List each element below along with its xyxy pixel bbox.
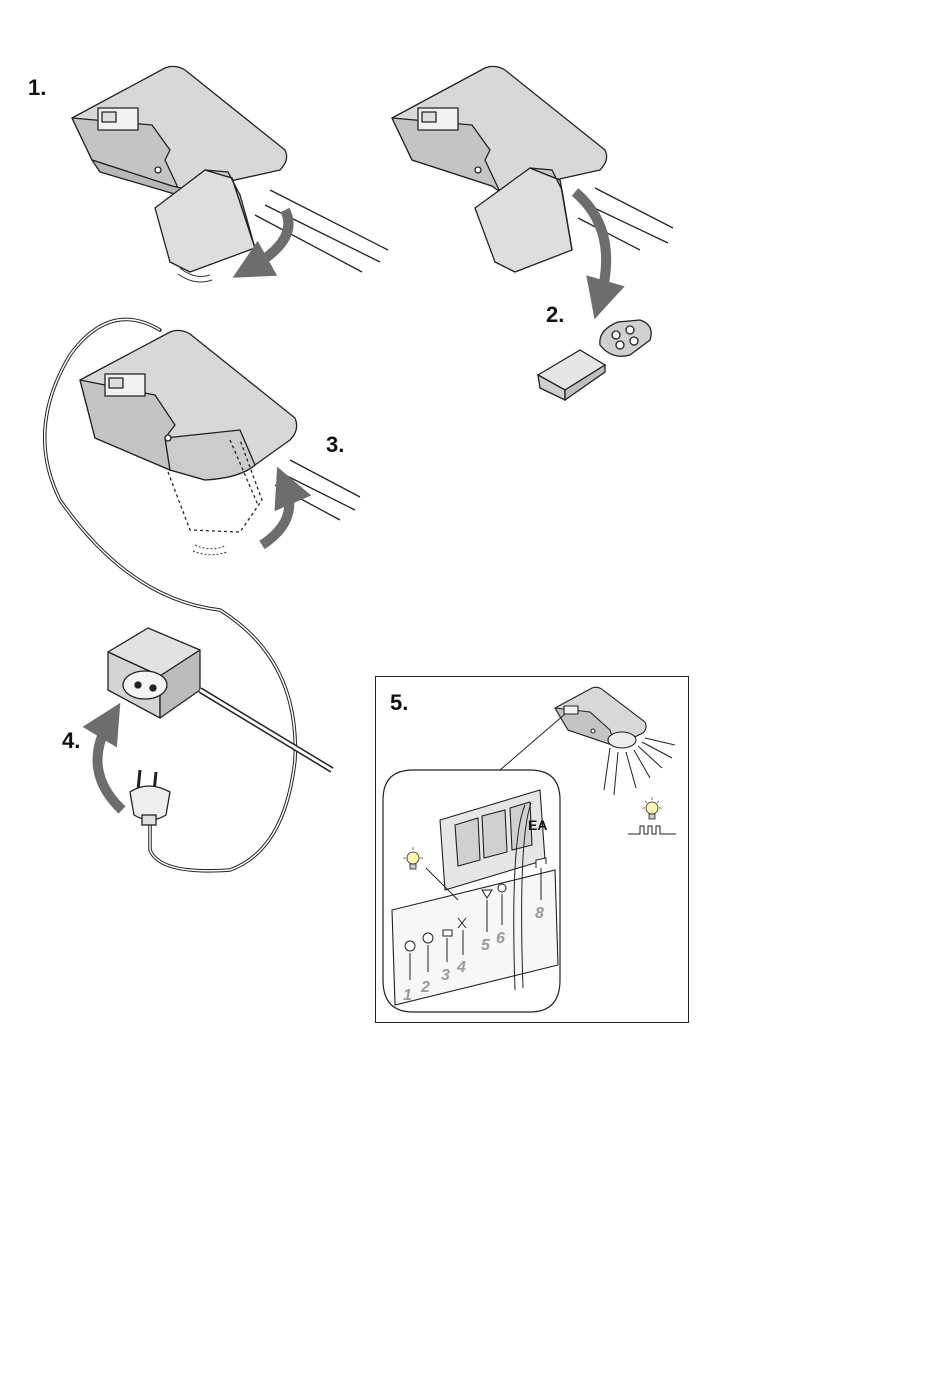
receiver-module-icon	[538, 350, 605, 400]
terminal-number-4: 4	[456, 959, 466, 976]
extension-cable-icon	[200, 690, 332, 770]
terminal-number-8: 8	[535, 905, 544, 922]
terminal-number-2: 2	[420, 979, 430, 996]
step-3-label: 3.	[326, 432, 344, 457]
terminal-number-6: 6	[496, 930, 505, 947]
step-5-label: 5.	[390, 690, 408, 715]
terminal-number-1: 1	[403, 987, 412, 1004]
step-1-figure: 1.	[28, 66, 388, 282]
step-5-panel: 5.	[376, 677, 689, 1023]
power-plug-icon	[130, 770, 170, 825]
rotate-up-arrow-icon	[262, 485, 289, 545]
remote-control-icon	[600, 320, 651, 356]
step-4-label: 4.	[62, 728, 80, 753]
step-1-label: 1.	[28, 75, 46, 100]
wall-socket-icon	[108, 628, 200, 718]
rail-icon	[255, 190, 388, 272]
terminal-zoom-view: EA 1 2	[383, 770, 560, 1012]
panel-letters: EA	[528, 817, 547, 833]
terminal-number-3: 3	[441, 967, 450, 984]
motor-housing-icon	[392, 66, 607, 192]
step-2-figure: 2.	[392, 66, 673, 400]
click-sound-icon	[193, 545, 227, 555]
plug-in-arrow-icon	[98, 720, 123, 810]
terminal-number-5: 5	[481, 937, 491, 954]
motor-housing-icon	[72, 66, 287, 198]
rotate-arrow-icon	[250, 210, 288, 268]
step-3-figure: 3.	[80, 330, 360, 554]
motor-housing-icon	[80, 330, 297, 480]
down-arrow-icon	[575, 192, 606, 300]
step-2-label: 2.	[546, 302, 564, 327]
